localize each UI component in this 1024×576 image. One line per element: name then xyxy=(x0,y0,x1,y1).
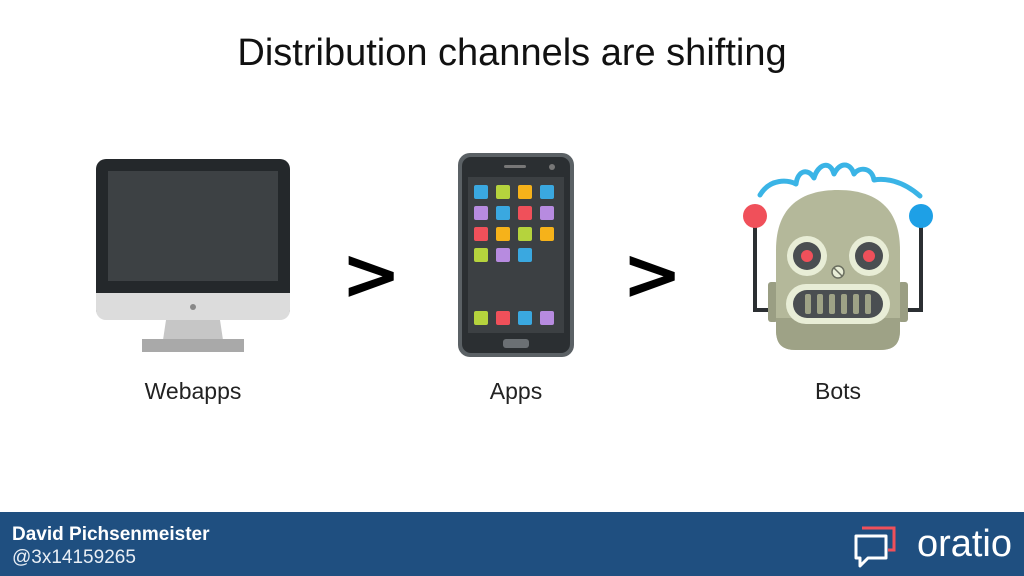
greater-than-separator: > xyxy=(341,232,402,316)
webapps-label: Webapps xyxy=(144,378,242,404)
footer-bar: David Pichsenmeister @3x14159265 oratio xyxy=(0,512,1024,576)
brand-name: oratio xyxy=(916,523,1012,565)
slide-title: Distribution channels are shifting xyxy=(237,32,787,74)
desktop-monitor-icon xyxy=(96,159,290,352)
author-handle: @3x14159265 xyxy=(12,547,136,568)
author-name: David Pichsenmeister xyxy=(12,524,210,545)
apps-label: Apps xyxy=(489,378,543,404)
chat-bubbles-icon xyxy=(854,526,896,568)
smartphone-icon xyxy=(458,153,574,357)
robot-face-icon xyxy=(743,162,933,350)
greater-than-separator: > xyxy=(622,232,683,316)
bots-label: Bots xyxy=(814,378,862,404)
brand-logo: oratio xyxy=(852,522,1012,570)
